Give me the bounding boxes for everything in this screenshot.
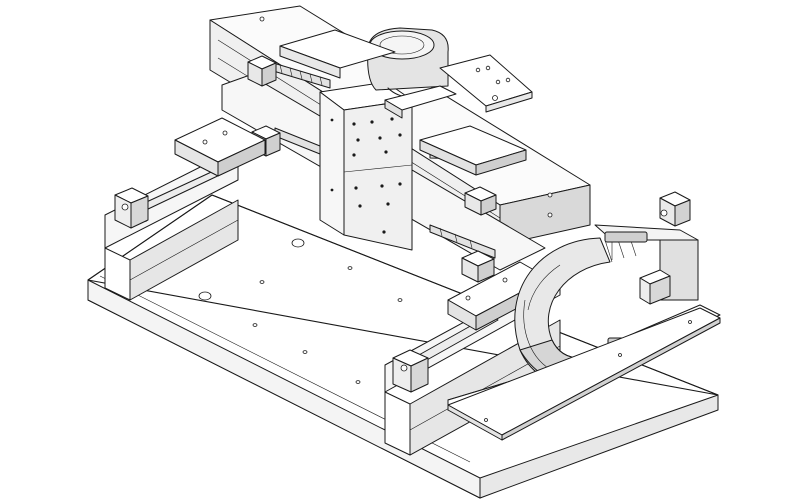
cable-connector: [639, 269, 671, 305]
motor-bracket: [279, 29, 533, 113]
left-saddle-plate: [174, 117, 266, 177]
mounting-hole-icon: [291, 238, 305, 248]
base-mounting-holes: [198, 238, 403, 384]
right-rear-motor: [659, 191, 691, 227]
carriage-holes: [330, 117, 402, 234]
base-plate: [87, 194, 719, 499]
right-motor-block: [392, 349, 429, 393]
front-tab-plate: [447, 304, 721, 441]
motor-icon: [121, 203, 129, 211]
mounting-hole-icon: [198, 291, 212, 301]
top-spacer-plate: [384, 85, 457, 119]
rail-end-blocks: [247, 55, 497, 283]
x-carriage: [319, 81, 413, 251]
left-motor-block: [114, 187, 149, 229]
upper-right-rail: [419, 125, 527, 176]
